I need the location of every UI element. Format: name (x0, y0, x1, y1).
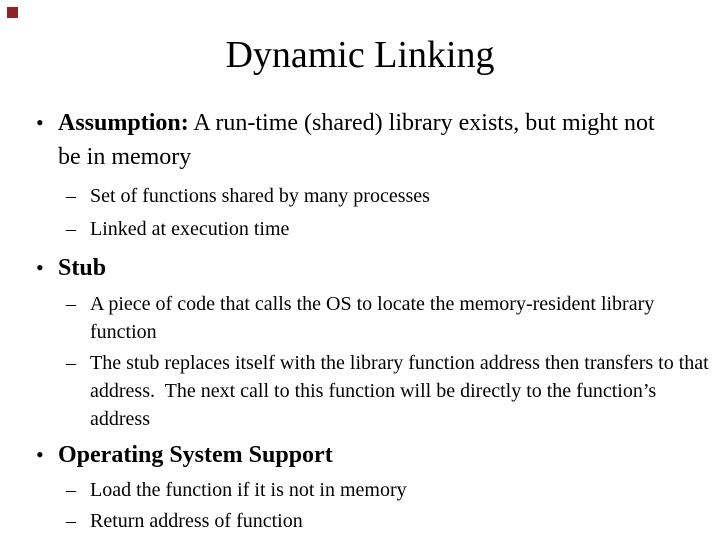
bullet-dot-icon: • (36, 442, 44, 467)
bullet-dot-icon: • (36, 110, 44, 135)
bullet-stub-label: Stub (58, 255, 107, 281)
os-support-sub-list: – Load the function if it is not in memo… (0, 476, 720, 535)
bullet-assumption-label: Assumption: (58, 110, 189, 136)
sub-bullet-text: The stub replaces itself with the librar… (90, 352, 714, 430)
sub-bullet-linked-at-execution: – Linked at execution time (66, 215, 710, 243)
sub-bullet-load-function: – Load the function if it is not in memo… (66, 476, 710, 504)
dash-bullet-icon: – (66, 479, 76, 501)
dash-bullet-icon: – (66, 185, 76, 207)
bullet-dot-icon: • (36, 255, 44, 280)
sub-bullet-piece-of-code: – A piece of code that calls the OS to l… (66, 290, 710, 346)
assumption-sub-list: – Set of functions shared by many proces… (0, 182, 720, 243)
bullet-stub: • Stub (36, 251, 668, 285)
slide-title: Dynamic Linking (225, 34, 495, 76)
bullet-os-support-label: Operating System Support (58, 442, 333, 468)
corner-accent-square (7, 7, 18, 18)
sub-bullet-stub-replaces: – The stub replaces itself with the libr… (66, 349, 710, 433)
bullet-os-support: • Operating System Support (36, 438, 668, 472)
sub-bullet-set-of-functions: – Set of functions shared by many proces… (66, 182, 710, 210)
bullet-os-support-text: Operating System Support (58, 438, 668, 472)
dash-bullet-icon: – (66, 352, 76, 374)
dash-bullet-icon: – (66, 510, 76, 532)
sub-bullet-text: Linked at execution time (90, 218, 290, 240)
sub-bullet-return-address: – Return address of function (66, 507, 710, 535)
bullet-assumption: • Assumption: A run-time (shared) librar… (36, 106, 668, 174)
bullet-stub-text: Stub (58, 251, 668, 285)
dash-bullet-icon: – (66, 293, 76, 315)
sub-bullet-text: Load the function if it is not in memory (90, 479, 407, 501)
sub-bullet-text: Return address of function (90, 510, 303, 532)
sub-bullet-text: Set of functions shared by many processe… (90, 185, 430, 207)
bullet-assumption-text: Assumption: A run-time (shared) library … (58, 106, 668, 174)
bullet-assumption-body: A run-time (shared) library exists, but … (58, 110, 661, 170)
sub-bullet-text: A piece of code that calls the OS to loc… (90, 293, 660, 343)
dash-bullet-icon: – (66, 218, 76, 240)
stub-sub-list: – A piece of code that calls the OS to l… (0, 290, 720, 433)
